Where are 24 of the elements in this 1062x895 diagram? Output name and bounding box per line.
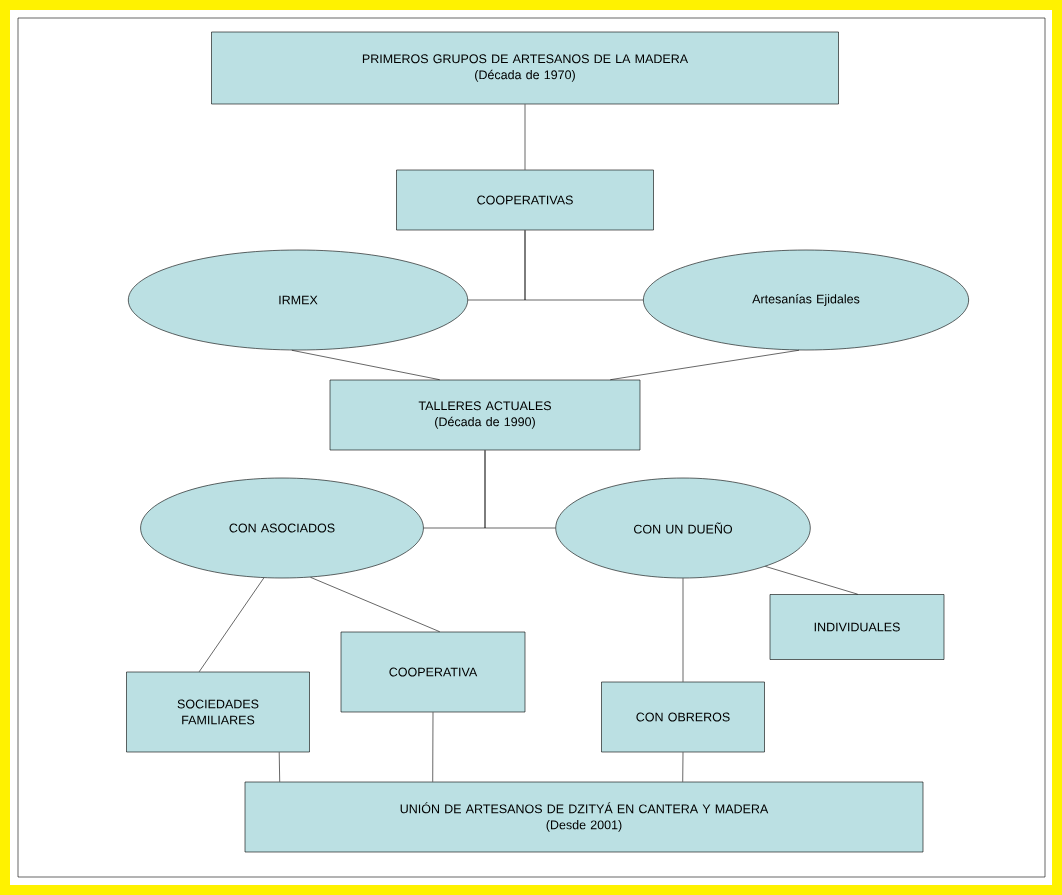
connector-line <box>198 577 265 672</box>
process-box: SOCIEDADES FAMILIARES <box>126 671 310 753</box>
process-box: TALLERES ACTUALES (Década de 1990) <box>329 379 641 451</box>
connector-line <box>682 578 684 682</box>
process-box: COOPERATIVAS <box>396 169 654 231</box>
process-box: INDIVIDUALES <box>769 594 945 660</box>
process-box: PRIMEROS GRUPOS DE ARTESANOS DE LA MADERA (Década de 1970) <box>211 31 839 105</box>
connector-line <box>524 104 526 170</box>
ellipse-node: IRMEX <box>128 249 468 351</box>
ellipse-node: CON ASOCIADOS <box>140 477 424 579</box>
connector-line <box>484 450 556 529</box>
ellipse-node: CON UN DUEÑO <box>555 477 811 579</box>
process-box: COOPERATIVA <box>340 631 526 713</box>
connector-line <box>432 712 434 782</box>
ellipse-node: Artesanías Ejidales <box>643 249 969 351</box>
process-box: CON OBREROS <box>601 681 765 753</box>
connector-line <box>310 577 440 632</box>
connector-line <box>291 349 440 380</box>
connector-line <box>610 349 800 380</box>
connector-line <box>682 752 684 782</box>
process-box: UNIÓN DE ARTESANOS DE DZITYÁ EN CANTERA Y MADERA (Desde 2001) <box>244 781 924 853</box>
connector-line <box>524 230 644 301</box>
connector-line <box>765 566 858 595</box>
connector-line <box>278 752 280 782</box>
